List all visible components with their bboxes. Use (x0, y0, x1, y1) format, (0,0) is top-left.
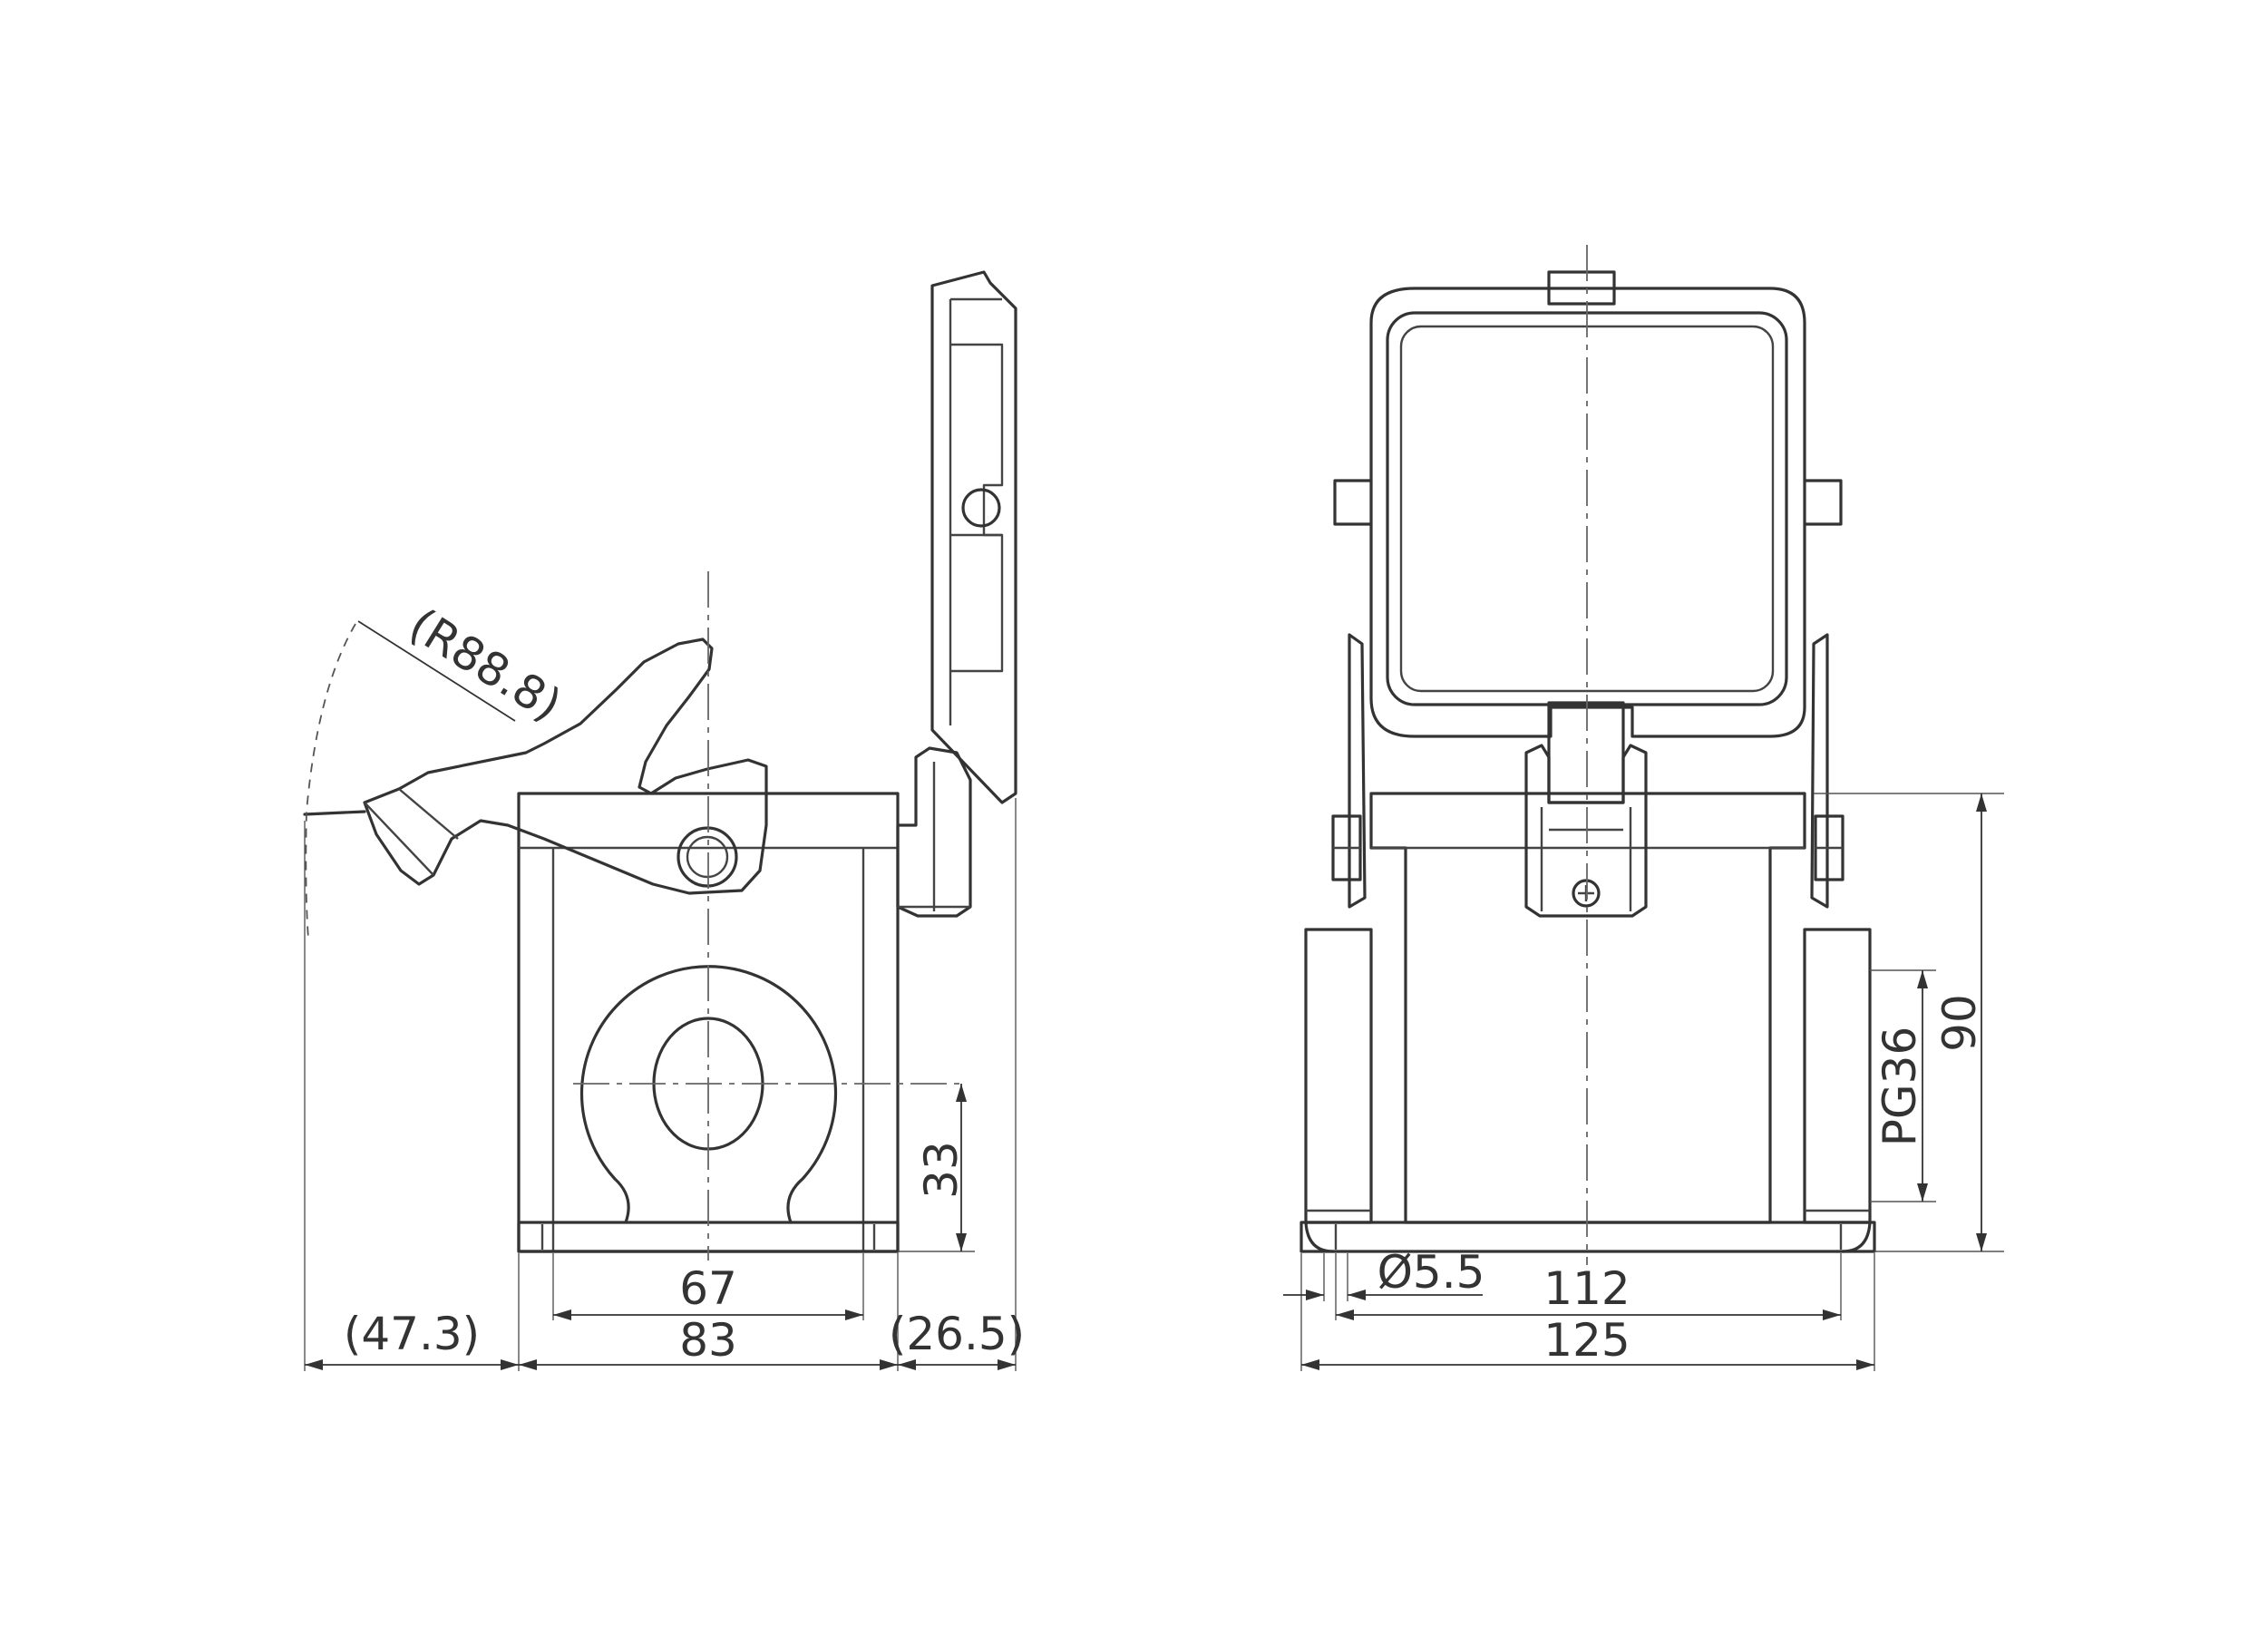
dim-hole-spacing (1336, 1309, 1841, 1320)
outer-width-side-label: 83 (679, 1314, 737, 1367)
front-housing-body (1299, 792, 1876, 1253)
dim-base-width (1301, 1359, 1874, 1370)
front-hinge-brackets (1331, 633, 1845, 909)
side-lid (930, 270, 1017, 804)
side-view: (R88.8) (47.3) 67 83 (26.5) 33 (303, 270, 1025, 1371)
front-view: Ø5.5 112 125 PG36 90 (1283, 245, 2004, 1371)
base-width-label: 125 (1543, 1314, 1630, 1367)
right-offset-label: (26.5) (889, 1308, 1025, 1360)
thread-label: PG36 (1874, 1027, 1926, 1147)
left-offset-label: (47.3) (344, 1308, 480, 1360)
dim-left-offset (305, 1359, 519, 1370)
overall-height-label: 90 (1933, 994, 1986, 1052)
lever-swing-arc (305, 623, 356, 939)
entry-height-label: 33 (915, 1141, 968, 1199)
front-lid (1333, 270, 1843, 738)
hole-diameter-label: Ø5.5 (1377, 1246, 1485, 1299)
dim-inner-width-side (553, 1309, 863, 1320)
hole-spacing-label: 112 (1543, 1262, 1630, 1315)
radius-leader-line (357, 620, 516, 722)
front-latch (1524, 701, 1648, 918)
dim-entry-height (956, 1084, 967, 1251)
dim-hole-diameter (1283, 1290, 1483, 1300)
dim-right-offset (898, 1359, 1016, 1370)
inner-width-side-label: 67 (679, 1262, 737, 1315)
dim-thread (1917, 970, 1928, 1202)
dim-outer-width-side (519, 1359, 898, 1370)
dim-overall-height (1976, 793, 1987, 1251)
side-hinge (896, 746, 972, 918)
side-locking-lever (303, 638, 768, 895)
